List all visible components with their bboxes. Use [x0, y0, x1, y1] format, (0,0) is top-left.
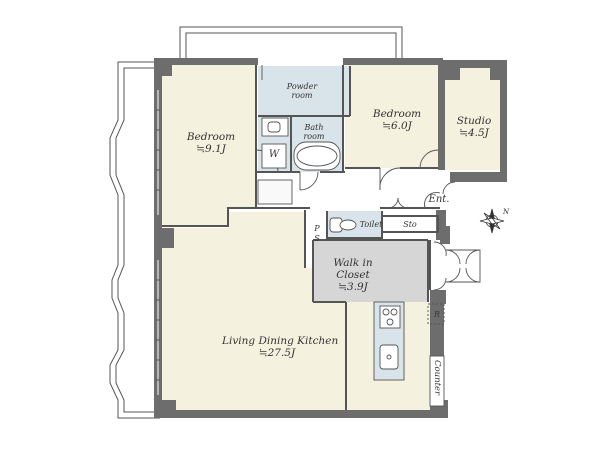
kitchen	[373, 301, 445, 407]
window-ticks	[156, 109, 160, 381]
top-balcony	[179, 26, 403, 60]
cooktop	[379, 305, 401, 329]
corridor-area	[256, 170, 440, 208]
bath-room-label: Bath room	[303, 123, 325, 142]
north-mark: N	[503, 208, 510, 216]
studio-label: Studio ≒4.5J	[456, 115, 492, 140]
exterior-walls	[154, 58, 507, 418]
left-balcony	[109, 61, 160, 419]
washer-box	[261, 143, 287, 169]
powder-room-label: Powder room	[286, 82, 318, 101]
ldk-area	[160, 212, 346, 410]
walk-in-closet-label: Walk in Closet ≒3.9J	[333, 257, 373, 294]
bedroom-mid-label: Bedroom ≒6.0J	[372, 108, 422, 133]
powder-area	[258, 66, 350, 116]
storage-area	[383, 216, 438, 232]
kitchen-sink	[379, 344, 399, 370]
compass-icon	[479, 208, 505, 234]
storage-label: Sto	[403, 220, 417, 229]
hall-cabinet	[257, 179, 293, 205]
counter-block	[429, 355, 445, 407]
counter-label: Counter	[432, 360, 442, 396]
closet-area	[313, 240, 428, 302]
studio-area	[442, 68, 500, 170]
entrance-label: Ent.	[428, 194, 450, 205]
bedroom-left-area	[162, 65, 256, 226]
pipe-space-p-label: P	[314, 224, 320, 233]
bedroom-left-label: Bedroom ≒9.1J	[186, 131, 236, 156]
pipe-space-s-label: S	[314, 234, 320, 243]
bedroom-mid-area	[345, 65, 438, 168]
toilet-label: Toilet	[359, 220, 383, 229]
washer-label: W	[268, 149, 280, 160]
refrigerator-label: R	[433, 310, 441, 319]
fridge-space	[427, 303, 445, 325]
fixtures	[257, 117, 357, 233]
ldk-label: Living Dining Kitchen ≒27.5J	[222, 335, 339, 360]
door-swings	[255, 65, 481, 291]
